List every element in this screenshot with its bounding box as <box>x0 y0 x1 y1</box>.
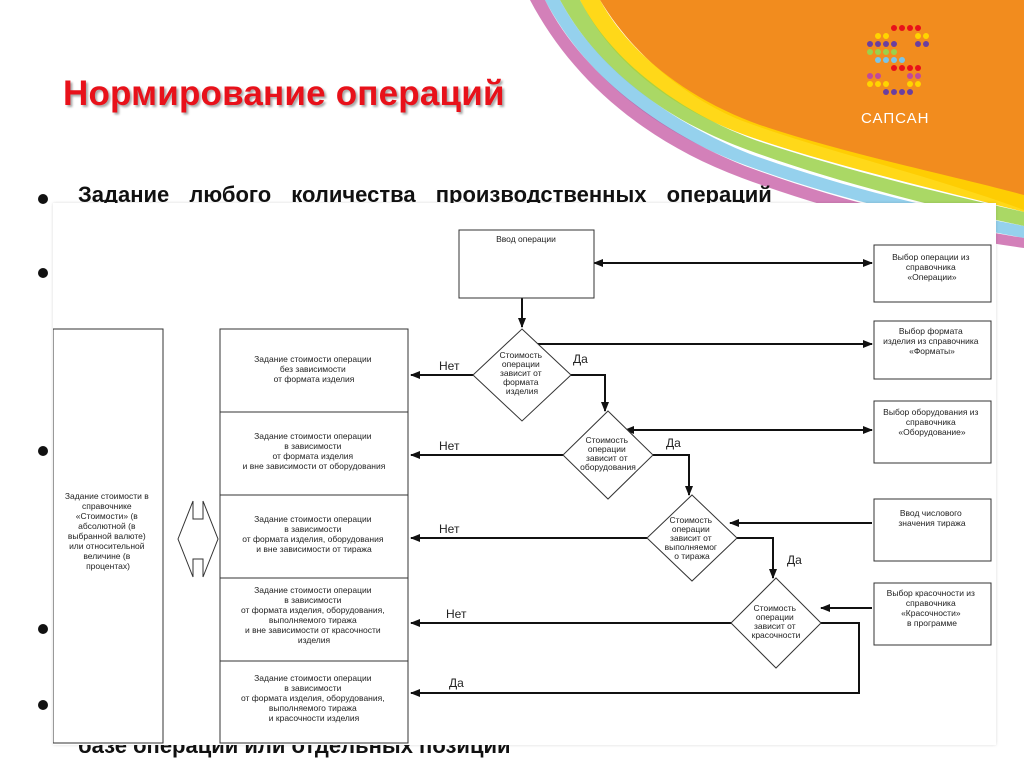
side-box-operations-text: Выбор операции из справочника «Операции» <box>892 252 972 282</box>
decision-equipment-text: Стоимость операции зависит от оборудован… <box>580 435 636 472</box>
result-box-1 <box>219 328 409 413</box>
label-yes-4: Да <box>449 676 464 690</box>
decision-format <box>472 328 572 422</box>
bullet-5 <box>38 700 48 710</box>
decision-print-run <box>646 494 738 582</box>
label-yes-3: Да <box>787 553 802 567</box>
bullet-2 <box>38 268 48 278</box>
result-box-4 <box>219 577 409 662</box>
decision-equipment <box>562 410 654 500</box>
background-text-top: Задание любого количества производственн… <box>78 182 772 207</box>
double-arrow-icon <box>177 500 219 578</box>
bullet-3 <box>38 446 48 456</box>
result-box-2-text: Задание стоимости операции в зависимости… <box>243 431 386 471</box>
side-box-equipment <box>873 400 992 464</box>
logo-dots-icon <box>867 25 929 95</box>
result-box-3 <box>219 494 409 579</box>
side-box-print-run <box>873 498 992 562</box>
side-box-colors <box>873 582 992 646</box>
connector-decision-4-yes <box>410 622 860 697</box>
directory-cost-box <box>53 328 164 744</box>
label-yes-2: Да <box>666 436 681 450</box>
flowchart: Ввод операции Задание стоимости в справо… <box>53 203 996 745</box>
side-box-colors-text: Выбор красочности из справочника «Красоч… <box>887 588 978 628</box>
result-box-1-text: Задание стоимости операции без зависимос… <box>254 354 374 384</box>
label-no-1: Нет <box>439 359 460 373</box>
bullet-4 <box>38 624 48 634</box>
decision-print-run-text: Стоимость операции зависит от выполняемо… <box>665 515 720 561</box>
flowchart-canvas: Ввод операции Задание стоимости в справо… <box>53 229 992 744</box>
label-no-3: Нет <box>439 522 460 536</box>
result-box-5-text: Задание стоимости операции в зависимости… <box>241 673 387 723</box>
connector-decision-2-yes <box>653 454 693 496</box>
label-yes-1: Да <box>573 352 588 366</box>
side-box-formats-text: Выбор формата изделия из справочника «Фо… <box>883 326 981 356</box>
bullet-1 <box>38 194 48 204</box>
result-box-2 <box>219 411 409 496</box>
slide-title: Нормирование операций <box>63 74 505 113</box>
directory-cost-text: Задание стоимости в справочнике «Стоимос… <box>65 491 151 571</box>
input-operation-text: Ввод операции <box>496 234 556 244</box>
logo-label: САПСАН <box>861 110 930 127</box>
label-no-4: Нет <box>446 607 467 621</box>
result-box-4-text: Задание стоимости операции в зависимости… <box>241 585 387 645</box>
result-box-5 <box>219 660 409 744</box>
decision-colors-text: Стоимость операции зависит от красочност… <box>752 603 801 640</box>
decision-colors <box>730 577 822 669</box>
side-box-equipment-text: Выбор оборудования из справочника «Обору… <box>883 407 981 437</box>
connector-decision-1-yes <box>571 374 609 412</box>
input-operation-box <box>458 229 595 299</box>
result-box-3-text: Задание стоимости операции в зависимости… <box>242 514 386 554</box>
decision-format-text: Стоимость операции зависит от формата из… <box>500 350 545 396</box>
side-box-operations <box>873 244 992 303</box>
connector-decision-3-yes <box>737 537 777 579</box>
label-no-2: Нет <box>439 439 460 453</box>
side-box-print-run-text: Ввод числового значения тиража <box>898 508 965 528</box>
side-box-formats <box>873 320 992 380</box>
